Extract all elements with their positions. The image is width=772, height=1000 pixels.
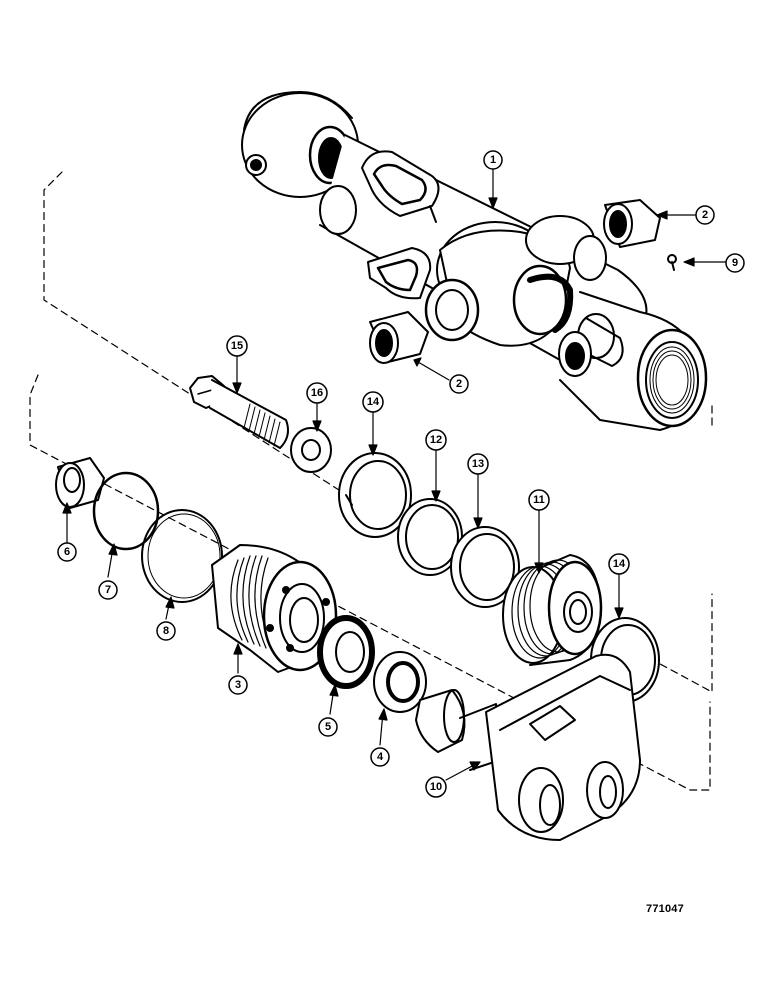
- grease-fitting: [667, 254, 677, 271]
- callout-5-circle: [318, 717, 338, 737]
- callout-14a-label: 14: [367, 396, 380, 408]
- o-ring: [92, 471, 160, 551]
- callout-6-label: 6: [64, 546, 70, 558]
- gland-back-up-ring: [141, 509, 223, 603]
- callout-14a-circle: [362, 391, 384, 413]
- callout-3-label: 3: [235, 679, 241, 691]
- rod-seal: [317, 615, 375, 689]
- rod-wiper: [373, 651, 427, 713]
- callout-16-label: 16: [311, 387, 323, 399]
- callout-16-circle: [306, 382, 328, 404]
- callout-2a-label: 2: [702, 209, 708, 221]
- callout-12-circle: [425, 429, 447, 451]
- callout-6-circle: [57, 542, 77, 562]
- wear-ring-upper: [338, 452, 412, 538]
- bushing-lower: [369, 311, 429, 364]
- callout-5-label: 5: [325, 721, 331, 733]
- cylinder-barrel: [241, 91, 708, 431]
- callout-3-circle: [228, 675, 248, 695]
- callout-15-circle: [226, 335, 248, 357]
- callout-11-circle: [528, 489, 550, 511]
- piston-rod: [415, 653, 641, 841]
- cylinder-gland: [211, 544, 338, 673]
- callout-9-circle: [725, 253, 745, 273]
- callout-14b-label: 14: [613, 558, 626, 570]
- leader-lines: [62, 169, 728, 781]
- callout-2b-circle: [449, 374, 469, 394]
- callout-2b-label: 2: [456, 378, 462, 390]
- callout-1-label: 1: [490, 154, 496, 166]
- callout-2a-circle: [695, 205, 715, 225]
- callout-10-circle: [425, 776, 447, 798]
- bushing-upper: [603, 199, 661, 248]
- callout-9-label: 9: [732, 257, 738, 269]
- back-up-ring: [397, 498, 463, 576]
- callout-13-circle: [467, 453, 489, 475]
- callout-8-label: 8: [163, 625, 169, 637]
- callout-12-label: 12: [430, 434, 442, 446]
- callout-13-label: 13: [472, 458, 484, 470]
- callout-4-circle: [370, 747, 390, 767]
- bolt: [189, 375, 289, 449]
- callout-1-circle: [483, 150, 503, 170]
- piston-seal-ring: [450, 526, 520, 608]
- gland-bushing: [55, 457, 105, 509]
- piston: [502, 554, 603, 666]
- callout-circles: [57, 150, 745, 798]
- callout-15-label: 15: [231, 340, 243, 352]
- callout-4-label: 4: [377, 751, 384, 763]
- callout-10-label: 10: [430, 781, 442, 793]
- figure-number: 771047: [646, 903, 684, 915]
- callout-7-circle: [98, 580, 118, 600]
- callout-8-circle: [156, 621, 176, 641]
- washer: [290, 427, 332, 473]
- callout-14b-circle: [608, 553, 630, 575]
- callout-7-label: 7: [105, 584, 111, 596]
- callout-11-label: 11: [533, 494, 545, 506]
